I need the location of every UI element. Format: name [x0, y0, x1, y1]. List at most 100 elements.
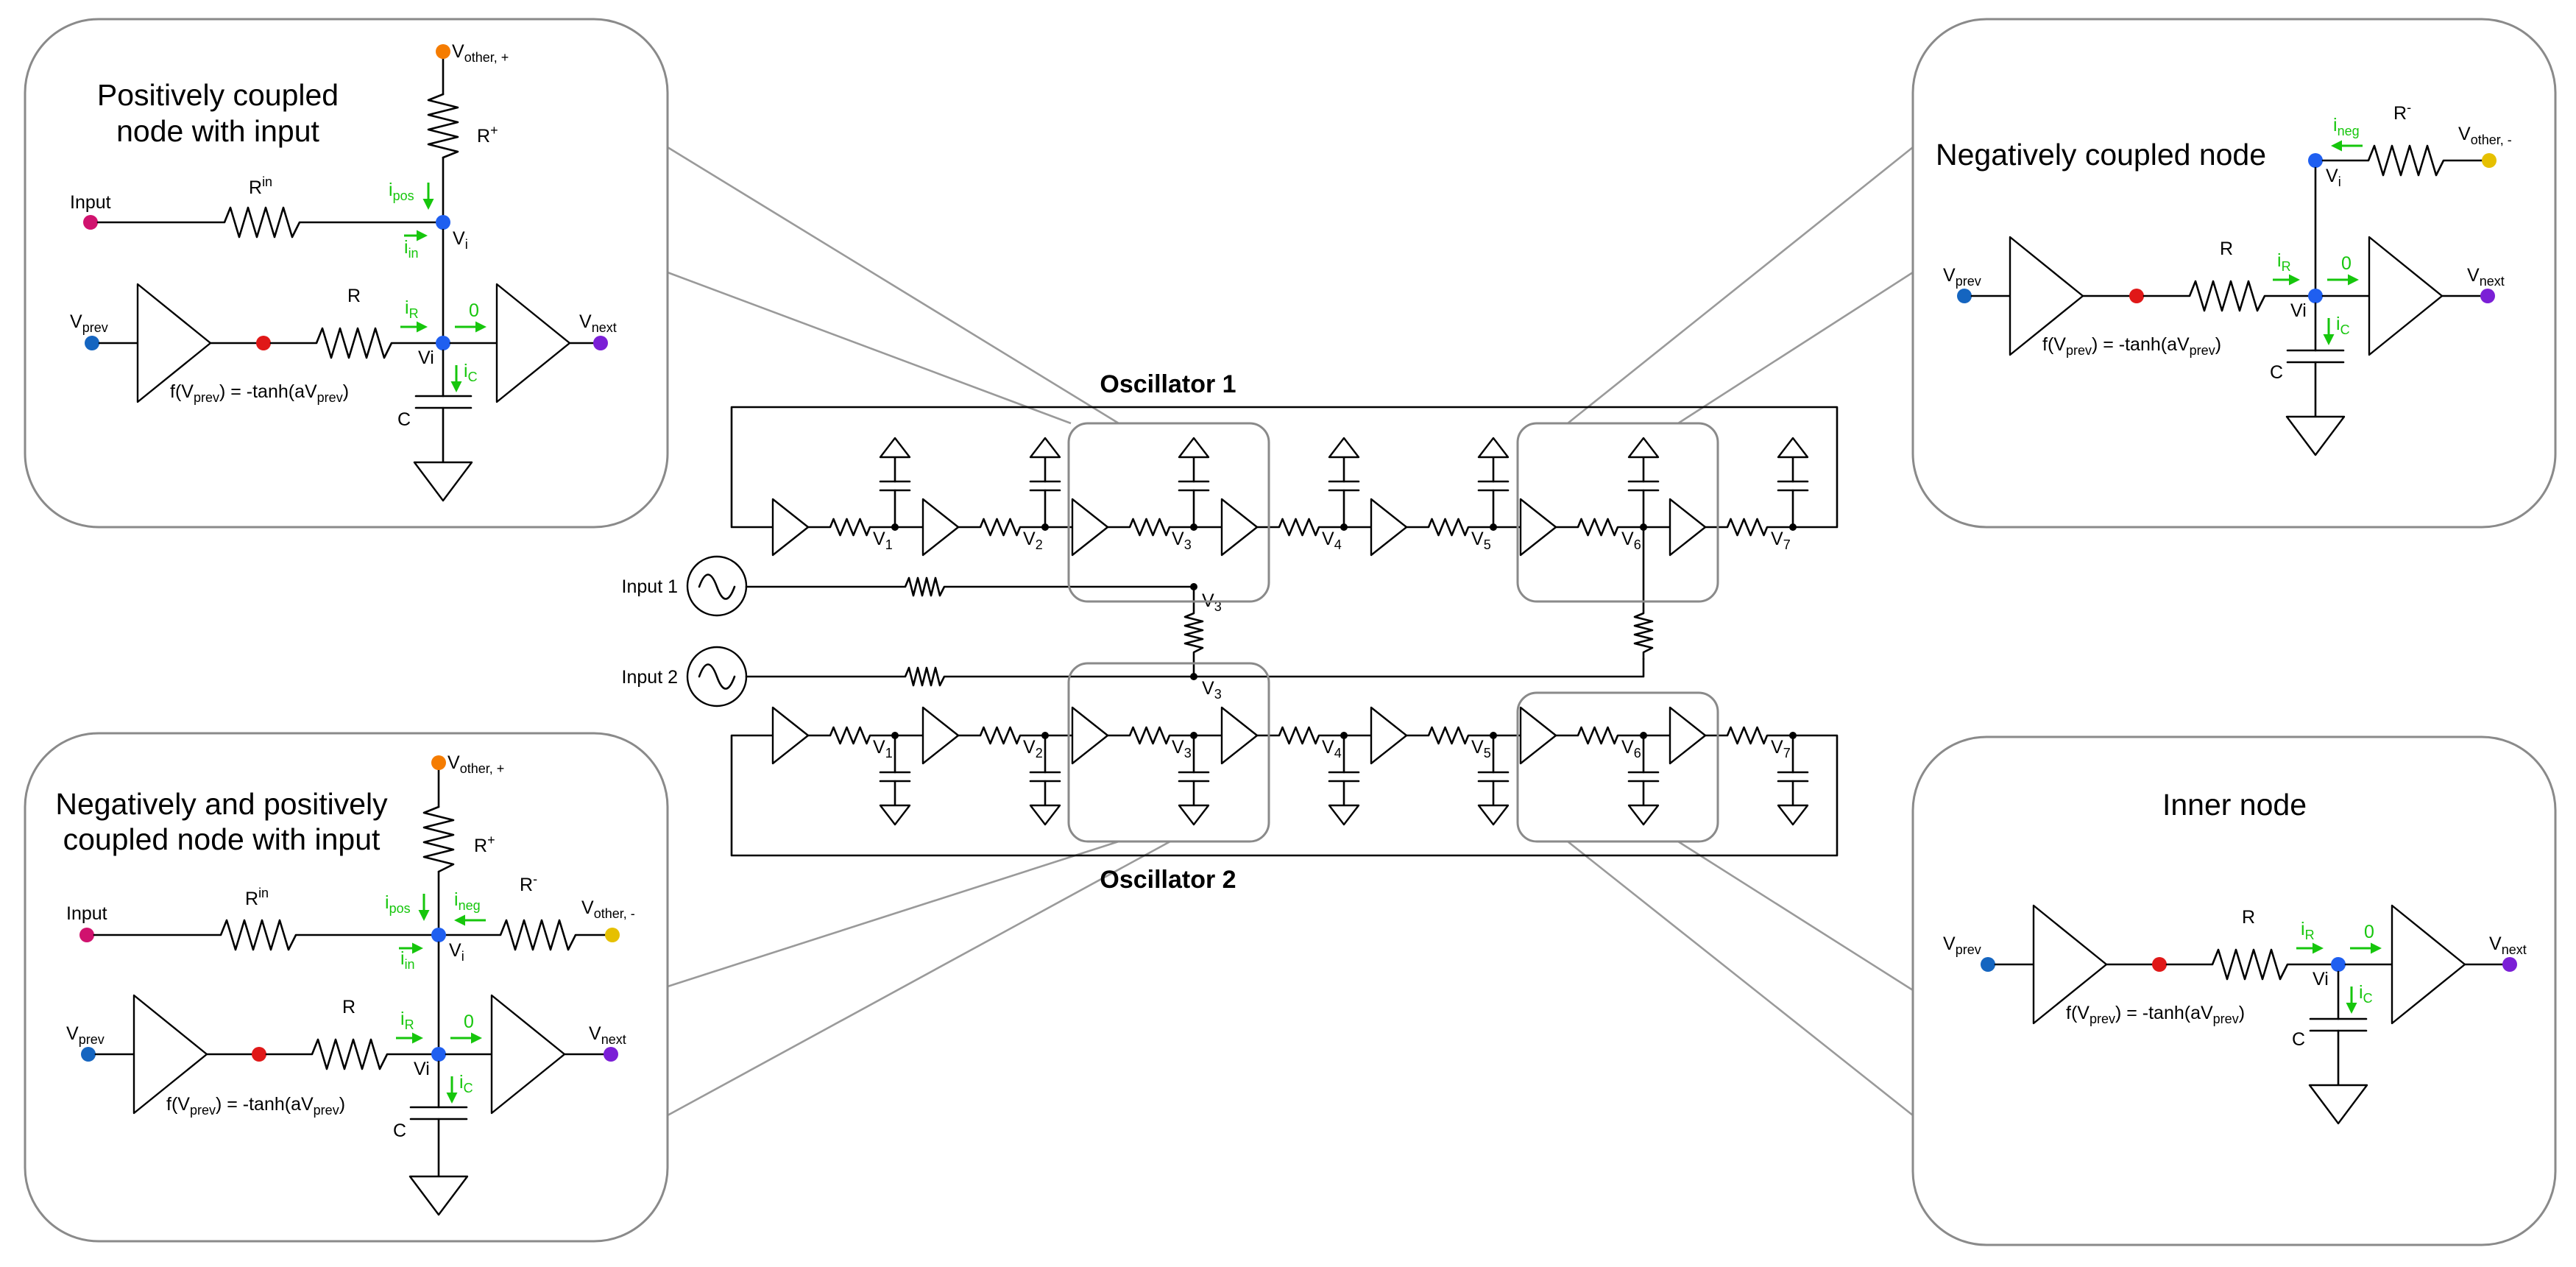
amplifier-prev-3 [2009, 236, 2084, 356]
osc2-amplifier [1071, 706, 1109, 765]
vnext-label-4: Vnext [2489, 934, 2527, 957]
osc1-amplifier [1071, 498, 1109, 557]
osc1-resistor-wire [1106, 518, 1223, 537]
osc1-node-label: V4 [1322, 529, 1342, 552]
zero-current-label-4: 0 [2364, 922, 2374, 942]
osc2-node-label: V3 [1172, 737, 1192, 760]
ground-symbol-4 [2308, 1084, 2368, 1125]
vother-neg-terminal [605, 928, 620, 942]
vnext-label-3: Vnext [2467, 265, 2505, 289]
coupling-junction-bottom [1190, 673, 1197, 680]
osc2-node-label: V2 [1023, 737, 1043, 760]
input-1-source: Input 1 [622, 555, 1195, 617]
osc1-amplifier [771, 498, 810, 557]
oscillator-1-label: Oscillator 1 [1100, 370, 1236, 398]
input-terminal [83, 215, 98, 230]
i-c-label-4: iC [2359, 982, 2373, 1006]
i-r-label: iR [405, 297, 419, 321]
vi-node-dot-3 [2308, 289, 2323, 303]
osc2-node-label: V6 [1621, 737, 1641, 760]
oscillator-2-label: Oscillator 2 [1100, 866, 1236, 894]
osc1-resistor-wire [957, 518, 1074, 537]
amplifier-prev [136, 283, 212, 403]
c-label-3: C [2270, 362, 2283, 383]
input-label-2: Input [66, 903, 107, 924]
r-label-2: R [342, 997, 355, 1017]
osc1-ground [1178, 437, 1210, 459]
input-terminal-2 [79, 928, 94, 942]
input-label: Input [70, 192, 111, 213]
f-output-dot-3 [2129, 289, 2144, 303]
vprev-label: Vprev [70, 311, 108, 335]
r-label-4: R [2242, 907, 2255, 928]
osc2-resistor-wire [807, 726, 924, 745]
amplifier-prev-4 [2032, 904, 2108, 1025]
vnext-terminal-2 [604, 1047, 618, 1062]
osc1-node-label: V3 [1172, 529, 1192, 552]
osc1-amplifier [1669, 498, 1707, 557]
osc1-ground [879, 437, 911, 459]
amplifier-next [495, 283, 571, 403]
amplifier-next-4 [2391, 904, 2466, 1025]
osc1-node-label: V5 [1471, 529, 1491, 552]
pos-input-title-line2: node with input [116, 114, 319, 148]
i-r-label-3: iR [2277, 250, 2291, 274]
i-in-label: iin [404, 237, 419, 261]
osc1-node-label: V2 [1023, 529, 1043, 552]
coupling-v3-bottom-label: V3 [1202, 678, 1222, 702]
osc2-ground [1328, 804, 1360, 826]
osc2-ground [1777, 804, 1809, 826]
osc1-resistor-wire [1554, 518, 1671, 537]
osc2-resistor-wire [1405, 726, 1522, 745]
i-r-label-2: iR [400, 1009, 414, 1032]
osc1-node-label: V1 [873, 529, 893, 552]
amplifier-next-3 [2368, 236, 2444, 356]
r-plus-label-2: R+ [474, 833, 495, 856]
osc2-ground [1178, 804, 1210, 826]
i-pos-label: ipos [389, 180, 414, 203]
vprev-label-3: Vprev [1943, 265, 1981, 289]
c-label: C [397, 409, 411, 430]
f-formula-2: f(Vprev) = -tanh(aVprev) [166, 1094, 345, 1118]
inner-circuit: Inner node Vprev R iR Vi 0 Vnext f(Vprev… [1943, 788, 2527, 1125]
neg-circuit: Negatively coupled node Vi Vother, - R- … [1936, 100, 2512, 456]
osc2-ground [1477, 804, 1510, 826]
vi-dot-label-2: Vi [449, 940, 464, 964]
osc2-node-label: V4 [1322, 737, 1342, 760]
f-formula-4: f(Vprev) = -tanh(aVprev) [2066, 1003, 2245, 1026]
coupling-resistor-v3 [1183, 585, 1204, 678]
osc2-node-label: V7 [1771, 737, 1791, 760]
osc2-ground [1627, 804, 1660, 826]
vother-pos-terminal [436, 44, 450, 59]
vi-dot [436, 215, 450, 230]
vprev-terminal-2 [81, 1047, 96, 1062]
i-c-label-2: iC [459, 1072, 473, 1095]
vprev-terminal-3 [1957, 289, 1972, 303]
osc2-resistor-wire [1554, 726, 1671, 745]
osc2-amplifier [1220, 706, 1259, 765]
vnext-label-2: Vnext [589, 1023, 626, 1047]
f-output-dot [256, 336, 271, 350]
vi-dot-3 [2308, 153, 2323, 168]
osc2-amplifier [1669, 706, 1707, 765]
vi-dot-label-3: Vi [2326, 166, 2341, 189]
neg-pos-title-line1: Negatively and positively [55, 787, 388, 821]
input-2-label: Input 2 [622, 667, 678, 688]
f-formula: f(Vprev) = -tanh(aVprev) [170, 381, 349, 405]
vi-node-label: Vi [418, 347, 434, 368]
zoom-connector-lines [667, 146, 1914, 1117]
i-r-label-4: iR [2301, 919, 2315, 942]
i-in-label-2: iin [400, 948, 415, 972]
vi-node-label-3: Vi [2290, 300, 2307, 321]
osc1-amplifier [921, 498, 960, 557]
coupling-resistor-v6 [1633, 526, 1654, 660]
zoom-box-osc1-node6 [1516, 422, 1719, 603]
osc2-resistor-wire [1256, 726, 1373, 745]
vi-node-dot-2 [431, 1047, 446, 1062]
r-label-3: R [2220, 239, 2233, 259]
neg-title: Negatively coupled node [1936, 138, 2266, 172]
vother-pos-label-2: Vother, + [447, 752, 504, 776]
i-neg-label-3: ineg [2333, 115, 2360, 138]
